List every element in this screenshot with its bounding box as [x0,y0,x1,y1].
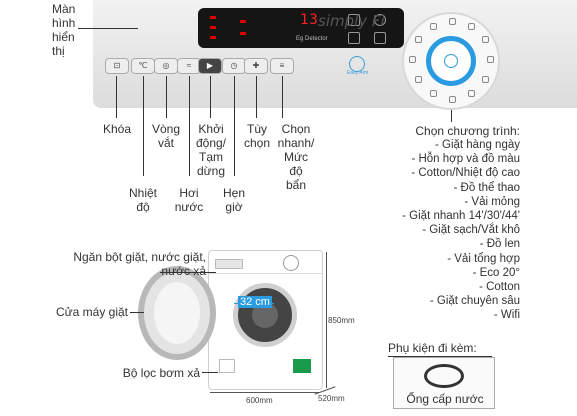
wifi-icon [348,14,360,26]
leader-line [116,76,117,118]
energy-label-icon [293,359,311,373]
pump-filter [219,359,235,373]
program-item: - Giặt hàng ngày [434,139,520,151]
leader-line [282,76,283,118]
label-filter: Bộ lọc bơm xả [122,366,200,380]
spin-button[interactable]: ◎ [154,58,178,74]
leader-line [130,312,144,313]
accessory-item: Ống cấp nước [406,392,484,406]
open-door [138,266,216,360]
program-icon [449,96,456,103]
timer-button[interactable]: ◷ [222,58,246,74]
program-list-title: Chọn chương trình: [415,124,520,138]
washer-top-panel [209,251,322,274]
leader-line [166,76,167,118]
leader-line [78,28,138,29]
program-item: - Wifi [493,309,520,322]
program-item: - Cotton [479,281,520,294]
temperature-button[interactable]: ℃ [131,58,155,74]
program-item: - Đồ thể thao [453,181,520,194]
height-dimension-line [326,252,327,388]
led-indicator [240,20,246,23]
display-digits: 13 [300,12,319,28]
label-quick-select: Chọn nhanh/ Mức độ bẩn [277,122,315,192]
detergent-drawer [215,259,243,269]
smart-touch-label: Easy Ami [347,70,368,76]
door-glass [154,282,200,344]
button-small-text: Eg Detector [296,36,328,42]
program-list: - Giặt hàng ngày- Hỗn hợp và đồ màu- Cot… [370,138,520,323]
leader-line [160,272,216,273]
label-temperature: Nhiệt độ [128,186,157,214]
smart-touch-icon [349,56,365,72]
option-button[interactable]: ✚ [244,58,268,74]
leader-line [143,76,144,176]
program-item: - Giặt chuyên sâu [429,295,520,308]
label-display: Màn hình hiển thị [52,2,76,58]
hose-icon [424,364,464,388]
label-timer: Hẹn giờ [222,186,245,214]
accessory-underline [388,356,492,357]
label-steam: Hơi nước [174,186,204,214]
program-icon [482,76,489,83]
program-item: - Hỗn hợp và đồ màu [411,153,520,166]
lock-icon [348,32,360,44]
display-screen: 13 Eg Detector [198,8,404,48]
leader-line [189,76,190,176]
label-detergent-drawer: Ngăn bột giặt, nước giặt, nước xả [73,250,206,278]
program-icon [487,56,494,63]
width-dimension-line [210,392,320,393]
leader-line [210,76,211,118]
label-start-pause: Khởi động/ Tạm dừng [195,122,227,178]
program-icon [449,18,456,25]
program-item: - Eco 20° [472,266,520,279]
accessory-title: Phụ kiện đi kèm: [388,341,477,355]
program-icon [409,56,416,63]
led-indicator [240,32,246,35]
drum-diameter-label: 32 cm [238,296,272,308]
program-item: - Giặt nhanh 14'/30'/44' [402,210,520,223]
knob-center [426,36,476,86]
leader-line [256,76,257,118]
led-indicator [210,26,216,29]
program-icon [415,76,422,83]
start-pause-button[interactable]: ▶ [198,58,222,74]
program-item: - Vải tổng hợp [447,252,520,265]
label-lock: Khóa [102,122,132,136]
label-door: Cửa máy giặt [55,305,128,319]
program-icon [415,36,422,43]
quick-select-button[interactable]: ≡ [270,58,294,74]
leader-line [234,76,235,176]
program-knob[interactable] [402,12,500,110]
brand-logo: simply Fi [318,12,385,30]
mini-knob-icon [283,255,299,271]
program-item: - Cotton/Nhiệt độ cao [411,167,520,180]
program-icon [468,23,475,30]
steam-icon [374,14,386,26]
program-icon [430,90,437,97]
washing-machine [208,250,323,390]
program-item: - Giặt sạch/Vắt khô [422,224,520,237]
timer-icon [374,32,386,44]
power-icon [444,54,458,68]
led-indicator [210,36,216,39]
width-label: 600mm [246,396,273,405]
leader-line [202,372,218,373]
accessory-box: Ống cấp nước [393,357,495,409]
program-item: - Vải mỏng [464,195,520,208]
program-icon [468,90,475,97]
label-option: Tùy chọn [243,122,271,150]
lock-button[interactable]: ⊡ [105,58,129,74]
program-icon [482,36,489,43]
led-indicator [210,16,216,19]
height-label: 850mm [328,316,355,325]
leader-line [451,110,452,122]
program-item: - Đồ len [479,238,520,251]
drum-window [233,283,297,347]
depth-label: 520mm [318,394,345,403]
label-spin: Vòng vắt [151,122,181,150]
program-icon [430,23,437,30]
